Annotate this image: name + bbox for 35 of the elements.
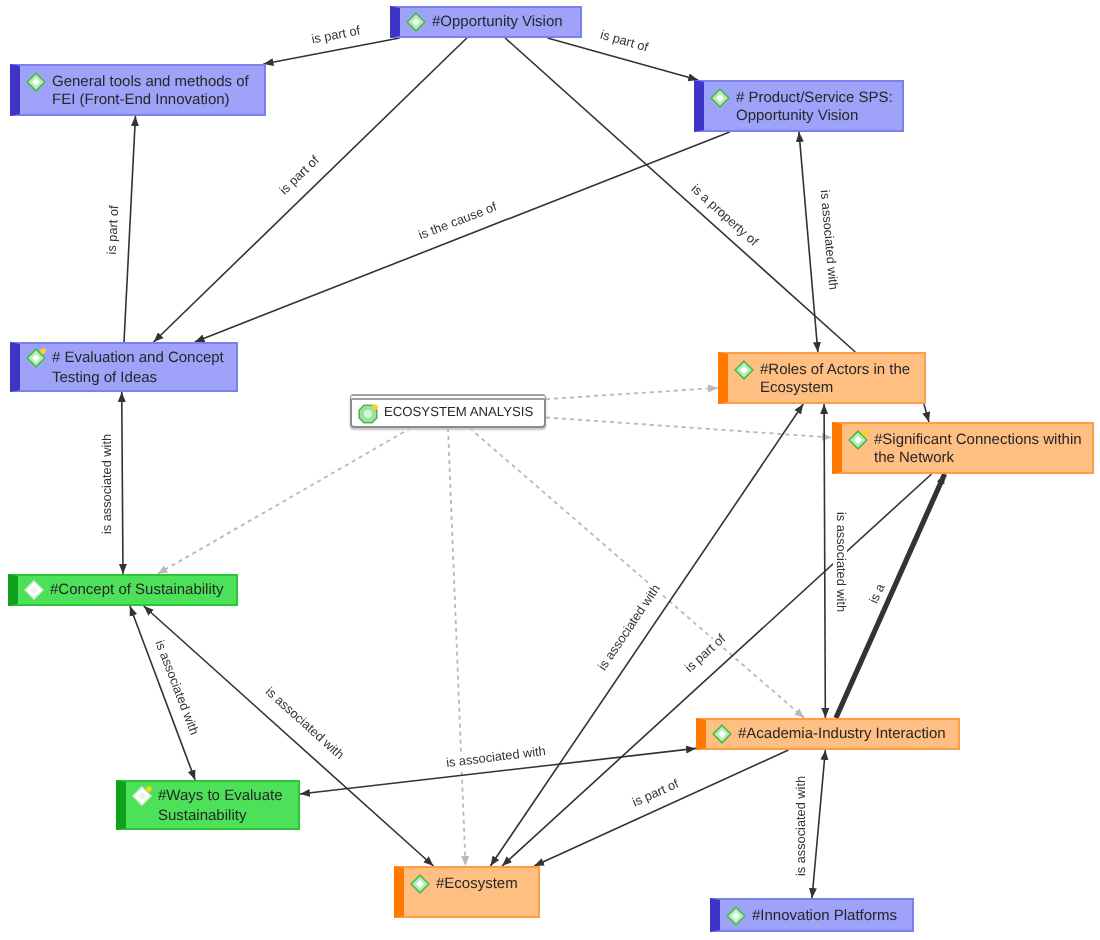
dotted-arrow bbox=[156, 427, 412, 575]
concept-box bbox=[10, 64, 266, 116]
concept-box bbox=[710, 898, 914, 932]
topic-box bbox=[350, 394, 546, 428]
concept-box bbox=[116, 780, 300, 830]
dotted-arrow bbox=[545, 416, 833, 441]
concept-box bbox=[8, 574, 238, 606]
arrow bbox=[833, 472, 948, 720]
arrow bbox=[808, 749, 829, 899]
dotted-arrow bbox=[447, 427, 470, 867]
arrow bbox=[533, 749, 790, 867]
concept-box bbox=[696, 718, 960, 750]
concept-box bbox=[694, 80, 904, 132]
arrow bbox=[129, 605, 196, 781]
arrow bbox=[299, 745, 697, 797]
arrow bbox=[922, 403, 931, 423]
arrow bbox=[489, 403, 805, 867]
concept-box bbox=[390, 6, 582, 38]
arrow bbox=[152, 37, 468, 343]
arrow bbox=[820, 403, 830, 719]
dotted-arrow bbox=[545, 384, 719, 400]
dotted-arrow bbox=[468, 427, 806, 719]
concept-box bbox=[394, 866, 540, 918]
concept-box bbox=[718, 352, 926, 404]
arrow bbox=[142, 605, 435, 867]
arrow bbox=[262, 37, 401, 67]
arrow bbox=[501, 473, 933, 867]
arrow bbox=[546, 37, 699, 82]
arrow bbox=[123, 115, 139, 343]
connector-line bbox=[504, 37, 857, 353]
concept-box bbox=[10, 342, 238, 392]
arrow bbox=[193, 131, 731, 343]
arrow bbox=[117, 391, 127, 575]
arrow bbox=[795, 131, 821, 353]
concept-box bbox=[832, 422, 1094, 474]
